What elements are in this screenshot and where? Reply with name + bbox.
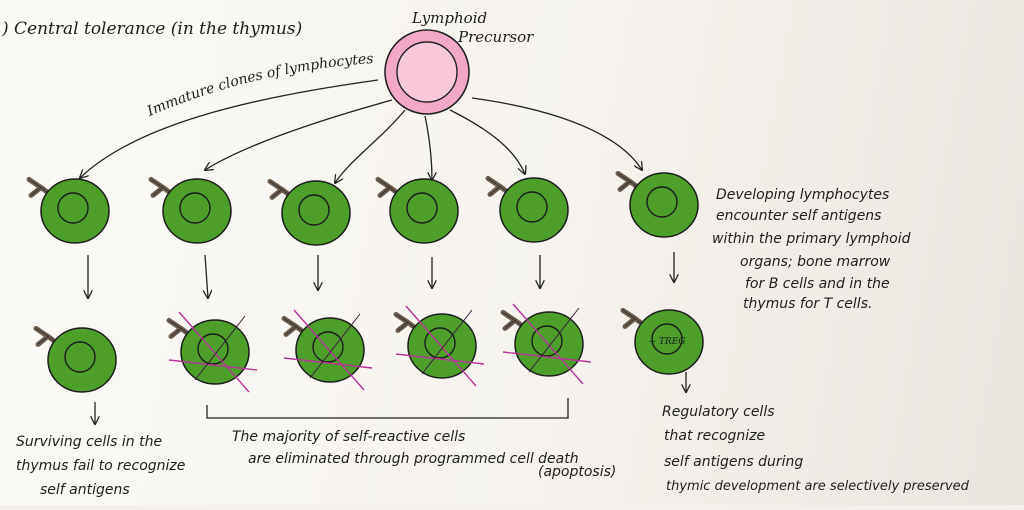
bottom-cell-6: + TREG xyxy=(620,307,704,375)
cross-line-3 xyxy=(528,307,580,373)
developing-line-4: organs; bone marrow xyxy=(740,254,891,270)
cell-body xyxy=(629,172,699,238)
top-cell-6 xyxy=(615,170,699,238)
top-cell-2 xyxy=(148,176,232,244)
regulatory-line-2: that recognize xyxy=(664,428,765,444)
cell-body xyxy=(407,313,477,379)
cross-line-3 xyxy=(309,313,361,379)
cell-body xyxy=(389,178,459,244)
lymphoid-precursor-cell xyxy=(384,29,470,115)
cell-body xyxy=(162,178,232,244)
developing-line-2: encounter self antigens xyxy=(716,208,881,224)
eliminated-cell-4 xyxy=(393,305,485,387)
majority-line-1: The majority of self-reactive cells xyxy=(232,429,465,445)
cell-nucleus xyxy=(516,191,548,223)
branch-arrows xyxy=(80,79,642,183)
regulatory-annotation: Regulatory cells that recognize self ant… xyxy=(662,404,970,494)
branch-arrow-5 xyxy=(449,109,525,174)
cell-nucleus xyxy=(424,327,456,359)
cell-nucleus xyxy=(312,331,344,363)
eliminated-cell-5 xyxy=(500,303,592,385)
developing-line-5: for B cells and in the xyxy=(745,276,890,292)
diagram-title: ) Central tolerance (in the thymus) xyxy=(1,19,302,39)
cell-body xyxy=(47,327,117,393)
bottom-row-cells: + TREG xyxy=(33,303,704,393)
cell-nucleus xyxy=(64,341,96,373)
cross-line-1 xyxy=(405,305,477,387)
cell-body xyxy=(40,178,110,244)
cell-body xyxy=(634,309,704,375)
developing-line-3: within the primary lymphoid xyxy=(712,231,911,247)
eliminated-cell-2 xyxy=(166,311,258,393)
cross-line-3 xyxy=(421,309,473,375)
cross-line-2 xyxy=(168,359,258,371)
cell-nucleus xyxy=(531,325,563,357)
cell-body xyxy=(514,311,584,377)
branch-arrow-1 xyxy=(80,79,379,178)
branch-arrow-4 xyxy=(424,115,432,180)
treg-label: + TREG xyxy=(649,337,686,347)
regulatory-line-1: Regulatory cells xyxy=(662,404,775,420)
surviving-line-3: self antigens xyxy=(40,482,130,498)
branch-arrow-3 xyxy=(335,109,406,183)
cell-nucleus xyxy=(298,194,330,226)
cell-nucleus xyxy=(57,192,89,224)
top-cell-3 xyxy=(267,178,351,246)
down-arrow-2 xyxy=(205,254,208,298)
cell-nucleus xyxy=(646,186,678,218)
top-cell-1 xyxy=(26,176,110,244)
branch-arrow-6 xyxy=(471,97,642,170)
cell-body xyxy=(281,180,351,246)
cross-line-2 xyxy=(283,357,373,369)
down-arrows xyxy=(88,252,686,424)
cell-nucleus xyxy=(651,323,683,355)
cell-nucleus xyxy=(179,192,211,224)
top-row-cells xyxy=(26,170,699,246)
majority-annotation: The majority of self-reactive cells are … xyxy=(232,429,616,480)
developing-line-1: Developing lymphocytes xyxy=(716,187,889,203)
precursor-label-line1: Lymphoid xyxy=(411,9,487,27)
surviving-line-2: thymus fail to recognize xyxy=(16,458,185,474)
regulatory-line-3: self antigens during xyxy=(664,454,803,470)
eliminated-bracket xyxy=(206,398,569,419)
cell-nucleus xyxy=(197,333,229,365)
developing-annotation: Developing lymphocytes encounter self an… xyxy=(712,187,911,312)
precursor-label-line2: Precursor xyxy=(457,28,534,46)
cross-line-2 xyxy=(502,351,592,363)
surviving-annotation: Surviving cells in the thymus fail to re… xyxy=(16,434,185,498)
cross-line-1 xyxy=(512,303,584,385)
top-cell-5 xyxy=(485,175,569,243)
top-cell-4 xyxy=(375,176,459,244)
cell-nucleus xyxy=(406,192,438,224)
cross-line-1 xyxy=(178,311,250,393)
eliminated-cell-3 xyxy=(281,309,373,391)
surviving-line-1: Surviving cells in the xyxy=(16,434,162,450)
majority-line-3: (apoptosis) xyxy=(538,464,616,480)
cross-line-2 xyxy=(395,353,485,365)
cell-body xyxy=(295,317,365,383)
developing-line-6: thymus for T cells. xyxy=(743,296,872,312)
cell-body xyxy=(180,319,250,385)
bottom-cell-1 xyxy=(33,325,117,393)
majority-line-2: are eliminated through programmed cell d… xyxy=(248,451,579,467)
cross-line-3 xyxy=(194,315,246,381)
cross-line-1 xyxy=(293,309,365,391)
cell-body xyxy=(499,177,569,243)
branch-arrow-2 xyxy=(205,99,393,170)
regulatory-line-4: thymic development are selectively prese… xyxy=(666,479,970,494)
